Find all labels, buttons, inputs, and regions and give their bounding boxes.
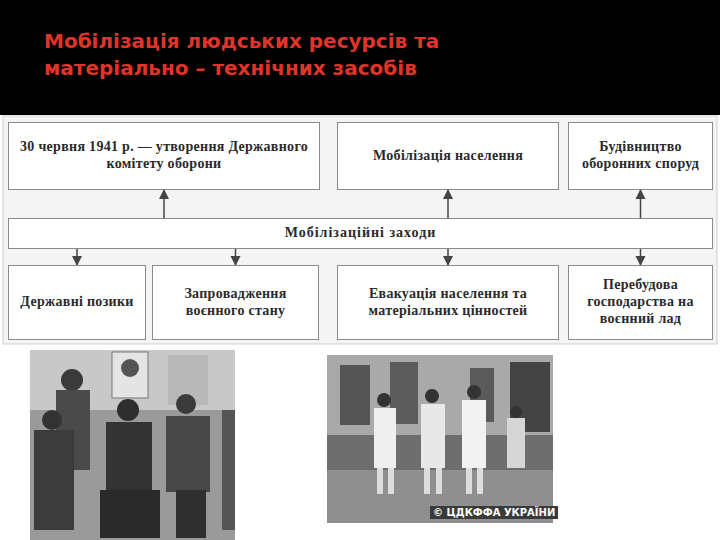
arrow-connector xyxy=(447,190,449,218)
arrow-connector xyxy=(163,190,165,218)
box-label: Державні позики xyxy=(20,294,133,311)
box-label: 30 червня 1941 р. — утворення Державного… xyxy=(17,139,311,173)
title-bar xyxy=(0,0,720,115)
process-box: Перебудова господарства на воєнний лад xyxy=(568,265,713,340)
arrow-connector xyxy=(235,249,237,265)
arrow-connector xyxy=(447,249,449,265)
box-label: Мобілізація населення xyxy=(373,148,523,165)
arrow-connector xyxy=(640,249,642,265)
watermark: © ЦДКФФА УКРАЇНИ xyxy=(430,506,558,519)
evacuation-photo xyxy=(327,355,553,523)
military-photo xyxy=(30,350,235,540)
process-box: 30 червня 1941 р. — утворення Державного… xyxy=(8,122,320,190)
diagram-panel xyxy=(3,116,717,344)
process-box: Мобілізація населення xyxy=(337,122,559,190)
arrow-connector xyxy=(640,190,642,218)
process-box: Державні позики xyxy=(8,265,146,340)
box-label: Мобілізаційні заходи xyxy=(285,225,437,242)
arrow-connector xyxy=(76,249,78,265)
box-label: Евакуація населення та матеріальних цінн… xyxy=(346,286,550,320)
box-label: Запровадження воєнного стану xyxy=(161,286,310,320)
box-label: Перебудова господарства на воєнний лад xyxy=(577,277,704,327)
box-label: Будівництво оборонних споруд xyxy=(577,139,704,173)
slide-title: Мобілізація людських ресурсів та матеріа… xyxy=(44,28,524,82)
header-band: Мобілізаційні заходи xyxy=(8,218,713,249)
process-box: Будівництво оборонних споруд xyxy=(568,122,713,190)
process-box: Евакуація населення та матеріальних цінн… xyxy=(337,265,559,340)
process-box: Запровадження воєнного стану xyxy=(152,265,319,340)
